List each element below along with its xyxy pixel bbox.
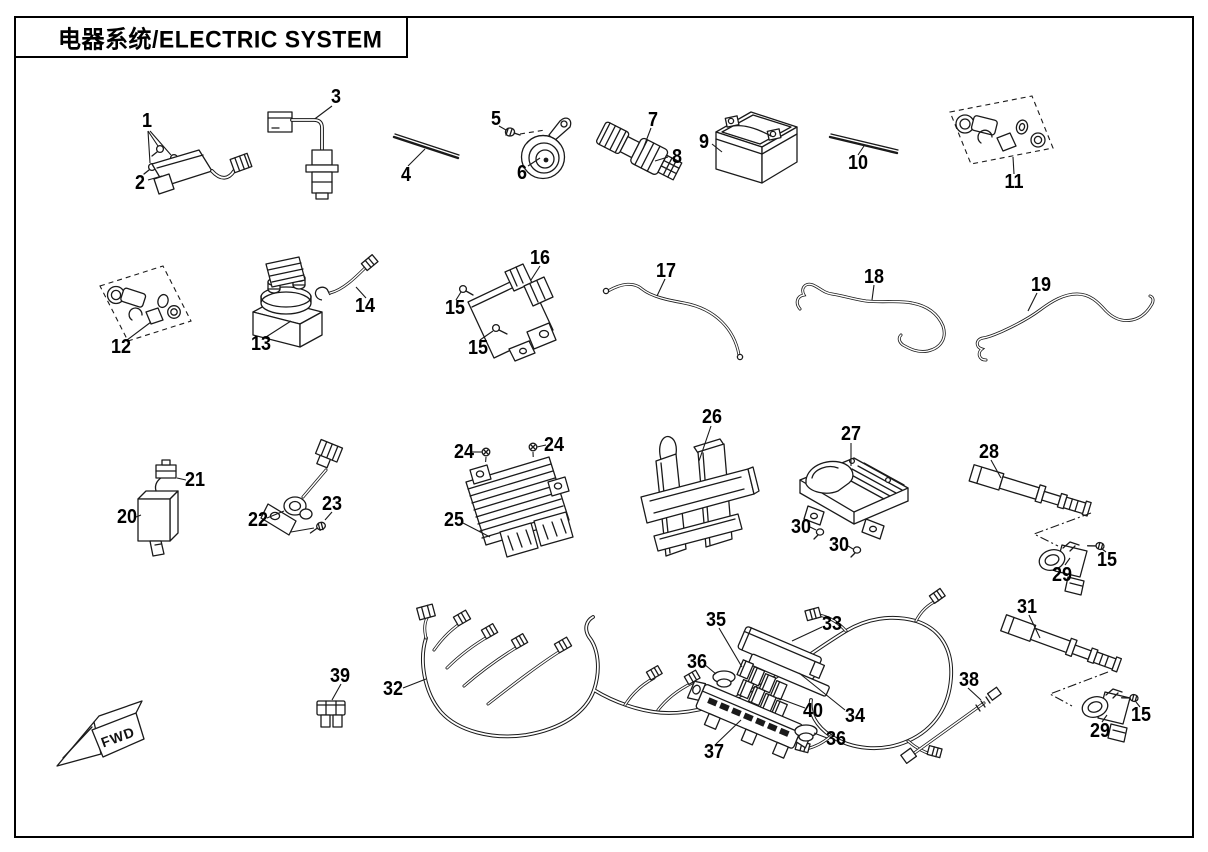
diagram-border (14, 16, 1194, 838)
part-26-bracket-drawing (640, 425, 760, 557)
part-6-horn-drawing (498, 117, 572, 180)
part-13-relay-drawing (252, 256, 323, 348)
part-28-lead-drawing (968, 459, 1092, 547)
part-14-wire-drawing (314, 254, 379, 301)
part-18-cable-drawing (795, 282, 946, 353)
part-38-rod-drawing (900, 686, 1002, 765)
part-29-sensor-lower-drawing (1081, 688, 1141, 743)
part-3-sensor-drawing (267, 105, 339, 200)
part-29-sensor-upper-drawing (1038, 541, 1107, 596)
part-20-relay-drawing (135, 459, 187, 557)
part-4-rod-drawing (392, 133, 460, 167)
part-32-harness-drawing (402, 587, 954, 759)
part-22-sensor-drawing (260, 438, 344, 536)
part-17-cable-drawing (602, 278, 744, 361)
part-7-switch-drawing (596, 121, 683, 181)
part-11-kit-drawing (949, 95, 1054, 175)
part-27-ecu-drawing (799, 443, 909, 558)
part-2-sensor-drawing (143, 130, 253, 195)
part-25-rectifier-drawing (462, 442, 574, 558)
title-box: 电器系统/ELECTRIC SYSTEM (14, 16, 408, 58)
part-33-fusebox-drawing (686, 626, 846, 759)
part-9-battery-drawing (711, 111, 798, 184)
part-31-lead-drawing (1000, 614, 1123, 707)
page-title: 电器系统/ELECTRIC SYSTEM (58, 25, 383, 53)
part-12-kit-drawing (99, 265, 192, 342)
part-19-cable-drawing (975, 292, 1155, 362)
part-10-rod-drawing (828, 133, 899, 156)
part-39-fuse-drawing (316, 683, 346, 728)
part-16-cdi-drawing (455, 263, 557, 362)
fwd-arrow: FWD (56, 700, 145, 767)
